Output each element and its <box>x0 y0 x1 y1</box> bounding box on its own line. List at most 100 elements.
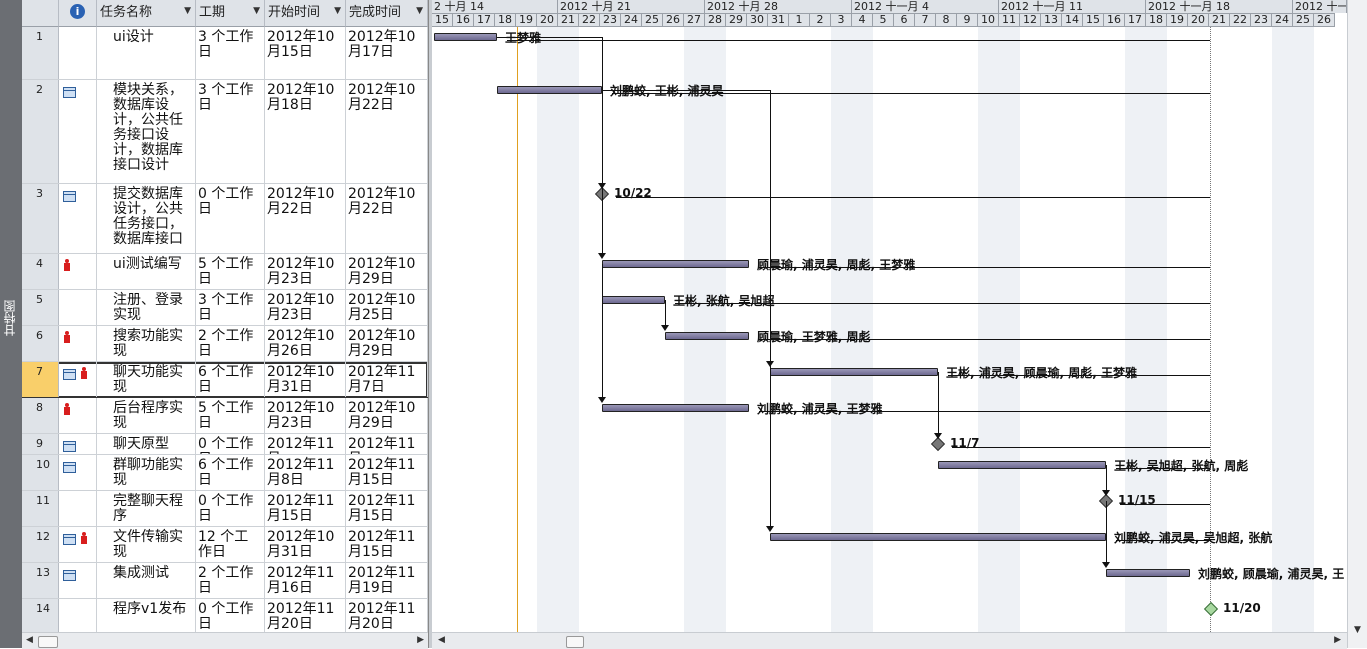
task-start[interactable]: 2012年10月15日 <box>265 27 346 79</box>
scroll-down-icon[interactable]: ▼ <box>1354 625 1361 635</box>
task-id[interactable]: 12 <box>22 527 59 562</box>
task-duration[interactable]: 6 个工作日 <box>196 455 265 490</box>
task-name[interactable]: 集成测试 <box>97 563 196 598</box>
task-start[interactable]: 2012年10月23日 <box>265 398 346 433</box>
task-id[interactable]: 10 <box>22 455 59 490</box>
task-id[interactable]: 6 <box>22 326 59 361</box>
scroll-right-icon[interactable]: ▶ <box>417 635 424 645</box>
task-indicators[interactable] <box>59 434 97 454</box>
task-start[interactable]: 2012年10月31日 <box>265 362 346 397</box>
task-bar[interactable] <box>602 404 749 412</box>
grid-horizontal-scrollbar[interactable]: ◀ ▶ <box>22 632 428 649</box>
task-id[interactable]: 13 <box>22 563 59 598</box>
task-finish[interactable]: 2012年10月29日 <box>346 398 428 433</box>
task-id[interactable]: 8 <box>22 398 59 433</box>
grid-scroll-thumb[interactable] <box>38 636 58 648</box>
task-start[interactable]: 2012年10月23日 <box>265 254 346 289</box>
header-task-name[interactable]: 任务名称▼ <box>97 0 196 27</box>
task-start[interactable]: 2012年10月23日 <box>265 290 346 325</box>
task-name[interactable]: 完整聊天程序 <box>97 491 196 526</box>
dropdown-icon[interactable]: ▼ <box>253 6 260 16</box>
scroll-right-icon[interactable]: ▶ <box>1334 635 1341 645</box>
task-start[interactable]: 2012年11月16日 <box>265 563 346 598</box>
task-name[interactable]: 后台程序实现 <box>97 398 196 433</box>
header-duration[interactable]: 工期▼ <box>196 0 265 27</box>
task-duration[interactable]: 6 个工作日 <box>196 362 265 397</box>
task-indicators[interactable] <box>59 254 97 289</box>
task-indicators[interactable] <box>59 398 97 433</box>
vertical-scrollbar[interactable]: ▼ <box>1347 0 1367 648</box>
pane-splitter[interactable] <box>428 0 433 648</box>
task-finish[interactable]: 2012年10月29日 <box>346 326 428 361</box>
task-finish[interactable]: 2012年11月7日 <box>346 362 428 397</box>
task-finish[interactable]: 2012年10月22日 <box>346 184 428 253</box>
task-name[interactable]: 群聊功能实现 <box>97 455 196 490</box>
task-bar[interactable] <box>497 86 602 94</box>
task-id[interactable]: 3 <box>22 184 59 253</box>
task-start[interactable]: 2012年10月26日 <box>265 326 346 361</box>
task-finish[interactable]: 2012年11月19日 <box>346 563 428 598</box>
scroll-left-icon[interactable]: ◀ <box>438 635 445 645</box>
dropdown-icon[interactable]: ▼ <box>184 6 191 16</box>
header-select-all[interactable] <box>22 0 59 27</box>
task-bar[interactable] <box>434 33 497 41</box>
task-bar[interactable] <box>770 368 938 376</box>
task-indicators[interactable] <box>59 527 97 562</box>
task-duration[interactable]: 5 个工作日 <box>196 398 265 433</box>
task-bar[interactable] <box>602 296 665 304</box>
task-name[interactable]: 聊天原型 <box>97 434 196 454</box>
task-name[interactable]: ui设计 <box>97 27 196 79</box>
task-name[interactable]: 模块关系，数据库设计，公共任务接口设计，数据库接口设计 <box>97 80 196 183</box>
task-finish[interactable]: 2012年11月20日 <box>346 599 428 634</box>
task-name[interactable]: 程序v1发布 <box>97 599 196 634</box>
task-id[interactable]: 5 <box>22 290 59 325</box>
task-name[interactable]: 提交数据库设计，公共任务接口，数据库接口 <box>97 184 196 253</box>
task-id[interactable]: 1 <box>22 27 59 79</box>
task-id[interactable]: 9 <box>22 434 59 454</box>
task-name[interactable]: 注册、登录实现 <box>97 290 196 325</box>
task-start[interactable]: 2012年11月15日 <box>265 491 346 526</box>
task-duration[interactable]: 0 个工作日 <box>196 184 265 253</box>
task-duration[interactable]: 0 个工作日 <box>196 599 265 634</box>
task-duration[interactable]: 2 个工作日 <box>196 563 265 598</box>
task-indicators[interactable] <box>59 184 97 253</box>
task-indicators[interactable] <box>59 491 97 526</box>
dropdown-icon[interactable]: ▼ <box>416 6 423 16</box>
task-duration[interactable]: 3 个工作日 <box>196 290 265 325</box>
header-indicators[interactable]: i <box>59 0 97 27</box>
task-duration[interactable]: 12 个工作日 <box>196 527 265 562</box>
task-duration[interactable]: 0 个工作日 <box>196 491 265 526</box>
task-bar[interactable] <box>938 461 1106 469</box>
task-bar[interactable] <box>665 332 749 340</box>
task-finish[interactable]: 2012年10月17日 <box>346 27 428 79</box>
gantt-scroll-thumb[interactable] <box>566 636 584 648</box>
task-bar[interactable] <box>1106 569 1190 577</box>
milestone-diamond[interactable] <box>930 436 946 452</box>
task-indicators[interactable] <box>59 27 97 79</box>
task-name[interactable]: 搜索功能实现 <box>97 326 196 361</box>
task-duration[interactable]: 2 个工作日 <box>196 326 265 361</box>
task-finish[interactable]: 2012年11月15日 <box>346 527 428 562</box>
task-bar[interactable] <box>770 533 1106 541</box>
task-indicators[interactable] <box>59 362 97 397</box>
task-duration[interactable]: 0 个工作日 <box>196 434 265 454</box>
header-finish[interactable]: 完成时间▼ <box>346 0 428 27</box>
task-start[interactable]: 2012年10月18日 <box>265 80 346 183</box>
task-id[interactable]: 4 <box>22 254 59 289</box>
task-start[interactable]: 2012年11月 <box>265 434 346 454</box>
task-duration[interactable]: 3 个工作日 <box>196 80 265 183</box>
task-indicators[interactable] <box>59 455 97 490</box>
task-name[interactable]: 聊天功能实现 <box>97 362 196 397</box>
